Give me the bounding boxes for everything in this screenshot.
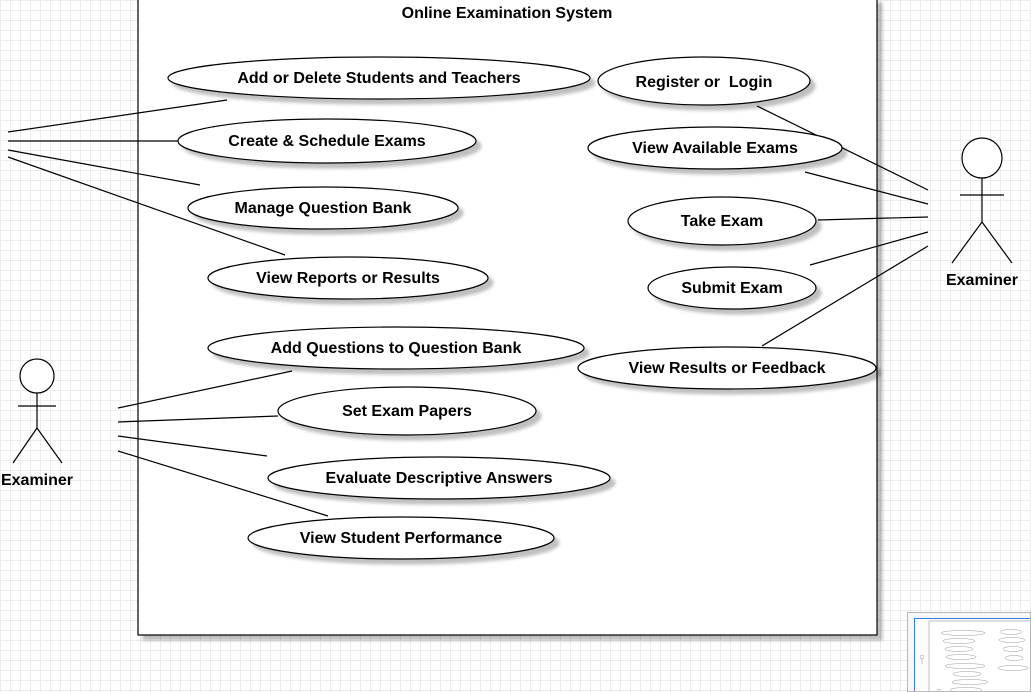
assoc-line[interactable] [117,435,268,457]
actor-left-leg [951,221,983,264]
actor-left-bottom[interactable]: Examiner [1,358,73,489]
use-case-add-questions-question-bank[interactable]: Add Questions to Question Bank [207,326,585,370]
use-case-label: Take Exam [681,213,763,230]
assoc-line[interactable] [117,370,293,409]
assoc-line[interactable] [117,450,329,517]
left-top-associations [7,99,286,256]
use-case-view-available-exams[interactable]: View Available Exams [587,126,843,170]
use-case-create-schedule-exams[interactable]: Create & Schedule Exams [177,118,477,164]
assoc-line[interactable] [7,99,228,133]
assoc-line[interactable] [809,231,929,266]
use-case-evaluate-descriptive-answers[interactable]: Evaluate Descriptive Answers [267,456,611,500]
actor-right-leg [36,427,63,464]
use-case-label: Manage Question Bank [235,200,412,217]
use-case-set-exam-papers[interactable]: Set Exam Papers [277,386,537,436]
use-case-label: Create & Schedule Exams [228,133,426,150]
use-case-view-student-performance[interactable]: View Student Performance [247,516,555,560]
use-case-label: Set Exam Papers [342,403,472,420]
outline-minimap[interactable] [907,612,1031,692]
use-case-label: View Student Performance [300,530,503,547]
actor-head [19,358,55,394]
minimap-thumbnail [919,620,1030,691]
use-case-label: Add or Delete Students and Teachers [237,70,520,87]
minimap-viewport[interactable] [914,618,1030,691]
actor-label: Examiner [1,472,73,489]
right-associations [756,105,929,347]
assoc-line[interactable] [7,156,286,256]
system-title: Online Examination System [402,5,613,22]
left-bottom-associations [117,370,329,517]
use-case-submit-exam[interactable]: Submit Exam [647,266,817,310]
use-case-label: Register or Login [636,74,773,91]
use-case-view-results-feedback[interactable]: View Results or Feedback [577,346,877,390]
actor-left-leg [12,427,38,464]
use-case-view-reports-results[interactable]: View Reports or Results [207,256,489,300]
actor-right-leg [981,221,1013,264]
use-case-label: Submit Exam [681,280,782,297]
assoc-line[interactable] [804,171,929,205]
use-case-take-exam[interactable]: Take Exam [627,196,817,246]
use-case-label: View Available Exams [632,140,798,157]
actor-head [961,137,1003,179]
use-case-label: Evaluate Descriptive Answers [325,470,552,487]
use-case-register-login[interactable]: Register or Login [597,56,811,106]
assoc-line[interactable] [761,245,929,347]
assoc-line[interactable] [7,149,201,186]
assoc-line[interactable] [117,415,279,423]
use-case-label: View Reports or Results [256,270,440,287]
use-case-manage-question-bank[interactable]: Manage Question Bank [187,186,459,230]
use-case-label: View Results or Feedback [628,360,825,377]
actor-right[interactable]: Examiner [946,137,1018,289]
use-case-add-delete-students-teachers[interactable]: Add or Delete Students and Teachers [167,56,591,100]
assoc-line[interactable] [817,216,929,221]
actor-label: Examiner [946,272,1018,289]
use-case-label: Add Questions to Question Bank [271,340,522,357]
